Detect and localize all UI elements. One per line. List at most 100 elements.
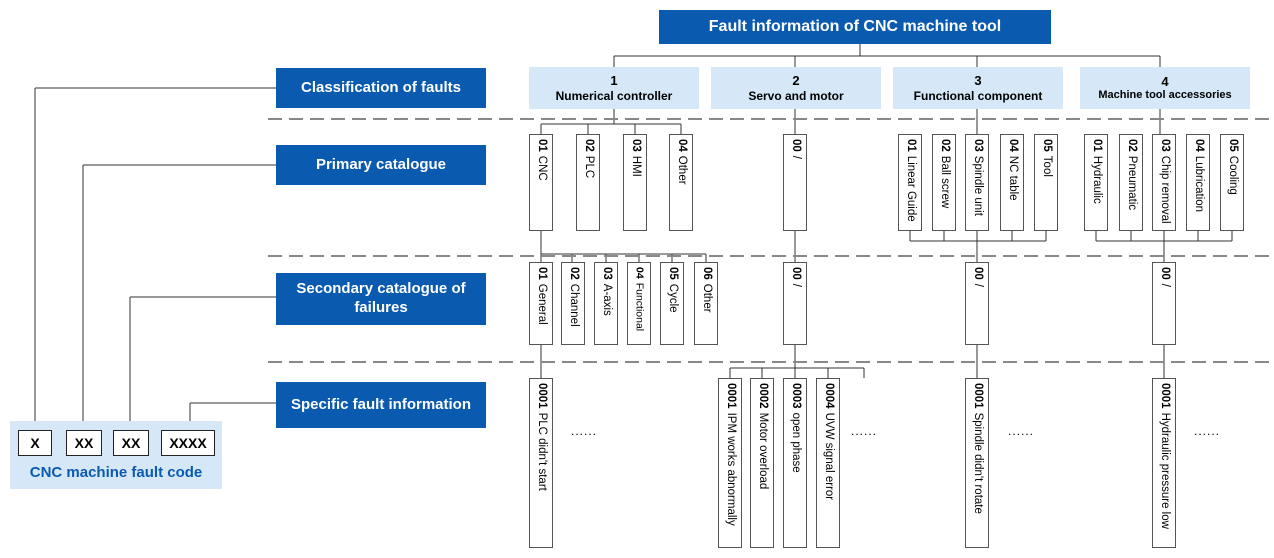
item-label: Tool	[1040, 155, 1053, 177]
level-primary: Primary catalogue	[276, 145, 486, 185]
item-code: 0001	[724, 383, 737, 409]
item-label: Cycle	[666, 283, 679, 313]
item-code: 01	[535, 267, 548, 280]
item-code: 05	[1040, 139, 1053, 152]
item-label: PLC	[582, 155, 595, 179]
secondary-item: 05Cycle	[660, 262, 684, 345]
secondary-item: 03A-axis	[594, 262, 618, 345]
item-code: 00	[789, 139, 802, 152]
ellipsis: ......	[851, 424, 878, 438]
item-code: 0004	[822, 383, 835, 409]
item-label: /	[1158, 283, 1171, 287]
category-number: 2	[792, 73, 800, 88]
fault-code-primary: XX	[66, 430, 102, 456]
item-code: 06	[700, 267, 713, 280]
item-label: Hydraulic pressure low	[1158, 412, 1171, 529]
ellipsis: ......	[1194, 424, 1221, 438]
item-code: 04	[633, 267, 646, 279]
item-label: Channel	[567, 283, 580, 327]
item-label: Other	[675, 155, 688, 185]
item-label: General	[535, 283, 548, 325]
item-code: 0001	[971, 383, 984, 409]
primary-item: 04NC table	[1000, 134, 1024, 231]
category-box: 3 Functional component	[893, 67, 1063, 109]
item-code: 03	[600, 267, 613, 280]
level-classification: Classification of faults	[276, 68, 486, 108]
item-label: HMI	[629, 155, 642, 177]
item-code: 05	[1226, 139, 1239, 152]
primary-item: 05Cooling	[1220, 134, 1244, 231]
category-number: 1	[610, 73, 618, 88]
item-code: 02	[567, 267, 580, 280]
secondary-item: 00 /	[1152, 262, 1176, 345]
primary-item: 02Pneumatic	[1119, 134, 1143, 231]
item-label: IPM works abnormally	[724, 412, 737, 526]
item-label: CNC	[535, 155, 548, 181]
item-code: 02	[1125, 139, 1138, 152]
category-box: 4 Machine tool accessories	[1080, 67, 1250, 109]
item-code: 04	[1006, 139, 1019, 152]
item-label: Cooling	[1226, 155, 1239, 195]
secondary-item: 06Other	[694, 262, 718, 345]
item-code: 04	[1192, 139, 1205, 152]
item-label: Lubrication	[1192, 155, 1205, 213]
fault-code-class: X	[18, 430, 52, 456]
category-name: Machine tool accessories	[1098, 89, 1232, 102]
category-number: 4	[1161, 73, 1169, 89]
item-code: 0001	[1158, 383, 1171, 409]
item-label: A-axis	[600, 283, 613, 316]
item-code: 0003	[789, 383, 802, 409]
item-label: Hydraulic	[1090, 155, 1103, 204]
item-label: Pneumatic	[1125, 155, 1138, 211]
secondary-item: 01General	[529, 262, 553, 345]
primary-item: 01Linear Guide	[898, 134, 922, 231]
item-label: Spindle unit	[971, 155, 984, 216]
secondary-item: 04Functional	[627, 262, 651, 345]
primary-item: 02Ball screw	[932, 134, 956, 231]
item-code: 0002	[756, 383, 769, 409]
item-code: 00	[789, 267, 802, 280]
diagram-title: Fault information of CNC machine tool	[659, 10, 1051, 44]
fault-code-secondary: XX	[113, 430, 149, 456]
item-label: /	[971, 283, 984, 287]
item-code: 00	[1158, 267, 1171, 280]
category-name: Numerical controller	[555, 88, 673, 103]
item-label: Chip removal	[1158, 155, 1171, 224]
item-code: 03	[1158, 139, 1171, 152]
primary-item: 05Tool	[1034, 134, 1058, 231]
primary-item: 02PLC	[576, 134, 600, 231]
specific-item: 0001IPM works abnormally	[718, 378, 742, 548]
primary-item: 00/	[783, 134, 807, 231]
secondary-item: 00 /	[965, 262, 989, 345]
item-label: Other	[700, 283, 713, 313]
category-name: Functional component	[913, 88, 1043, 103]
item-label: Ball screw	[938, 155, 951, 209]
ellipsis: ......	[571, 424, 598, 438]
specific-item: 0001Hydraulic pressure low	[1152, 378, 1176, 548]
fault-code-label: CNC machine fault code	[29, 464, 203, 481]
item-label: Functional	[633, 282, 646, 332]
secondary-item: 02Channel	[561, 262, 585, 345]
item-code: 03	[971, 139, 984, 152]
item-code: 02	[938, 139, 951, 152]
primary-item: 04Lubrication	[1186, 134, 1210, 231]
fault-code-specific: XXXX	[161, 430, 215, 456]
item-label: /	[789, 283, 802, 287]
primary-item: 01CNC	[529, 134, 553, 231]
category-box: 2 Servo and motor	[711, 67, 881, 109]
item-code: 01	[904, 139, 917, 152]
primary-item: 03HMI	[623, 134, 647, 231]
item-code: 01	[1090, 139, 1103, 152]
item-label: Motor overload	[756, 412, 769, 490]
item-code: 05	[666, 267, 679, 280]
level-specific: Specific fault information	[276, 382, 486, 428]
item-label: open phase	[789, 412, 802, 473]
primary-item: 03Chip removal	[1152, 134, 1176, 231]
item-code: 00	[971, 267, 984, 280]
specific-item: 0004UVW signal error	[816, 378, 840, 548]
primary-item: 04Other	[669, 134, 693, 231]
item-code: 0001	[535, 383, 548, 409]
item-label: UVW signal error	[822, 412, 835, 501]
category-name: Servo and motor	[748, 88, 844, 103]
